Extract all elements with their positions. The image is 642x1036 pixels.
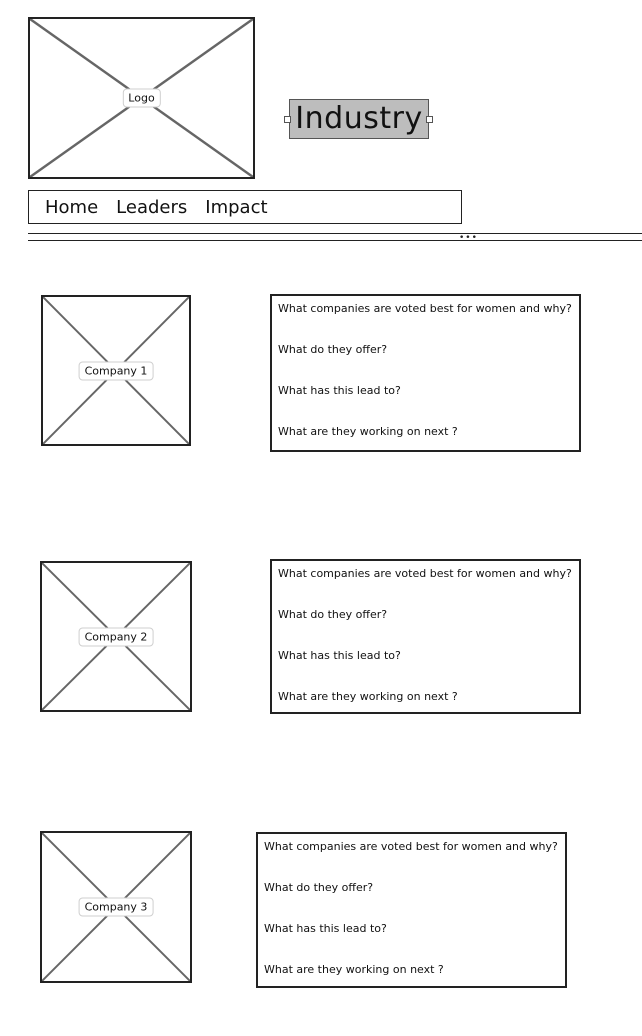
resize-handle-right[interactable] [426, 116, 433, 123]
divider-line [28, 233, 642, 234]
question-text: What are they working on next ? [278, 690, 458, 703]
company-image-2: Company 2 [40, 561, 192, 712]
resize-handle-left[interactable] [284, 116, 291, 123]
logo-label: Logo [122, 88, 161, 108]
company-info-box-1: What companies are voted best for women … [270, 294, 581, 452]
question-text: What has this lead to? [278, 384, 401, 397]
question-text: What are they working on next ? [264, 963, 444, 976]
nav-item-leaders[interactable]: Leaders [116, 196, 188, 218]
question-text: What are they working on next ? [278, 425, 458, 438]
page-title[interactable]: Industry [289, 99, 429, 139]
company-label: Company 1 [78, 361, 154, 380]
question-text: What companies are voted best for women … [278, 302, 572, 315]
company-image-3: Company 3 [40, 831, 192, 983]
question-text: What do they offer? [278, 608, 388, 621]
question-text: What has this lead to? [278, 649, 401, 662]
question-text: What companies are voted best for women … [264, 840, 558, 853]
nav-item-home[interactable]: Home [45, 196, 99, 218]
company-image-1: Company 1 [41, 295, 191, 446]
question-text: What do they offer? [264, 881, 374, 894]
company-label: Company 2 [78, 627, 154, 646]
nav-item-impact[interactable]: Impact [205, 196, 268, 218]
company-info-box-3: What companies are voted best for women … [256, 832, 567, 988]
nav-bar: Home Leaders Impact [28, 190, 462, 224]
question-text: What has this lead to? [264, 922, 387, 935]
divider-line [28, 240, 642, 241]
company-label: Company 3 [78, 897, 154, 917]
drag-handle-icon[interactable]: ••• [459, 233, 478, 243]
question-text: What do they offer? [278, 343, 388, 356]
company-info-box-2: What companies are voted best for women … [270, 559, 581, 714]
logo-placeholder: Logo [28, 17, 255, 179]
question-text: What companies are voted best for women … [278, 567, 572, 580]
